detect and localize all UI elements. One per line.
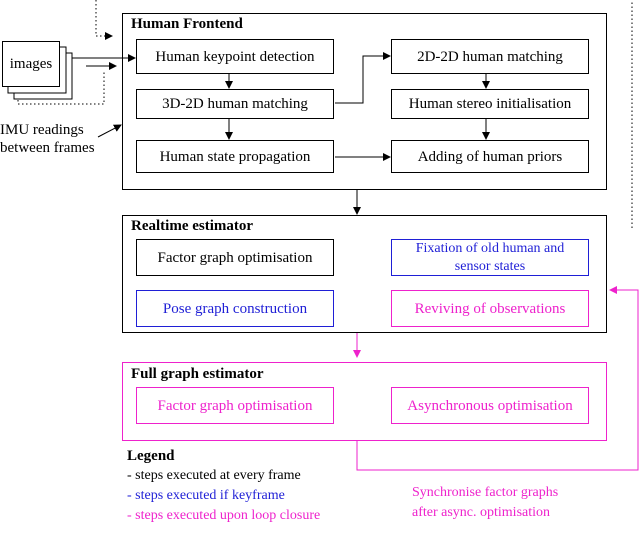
legend-every-frame: - steps executed at every frame xyxy=(127,468,301,483)
legend-loop-closure: - steps executed upon loop closure xyxy=(127,508,321,523)
rt-factor-graph-box: Factor graph optimisation xyxy=(136,239,334,276)
frontend-title: Human Frontend xyxy=(131,16,243,32)
dotted-feedback-line xyxy=(95,0,633,228)
fixation-box: Fixation of old human and sensor states xyxy=(391,239,589,276)
imu-label: IMU readings between frames xyxy=(0,122,95,156)
state-propagation-box: Human state propagation xyxy=(136,140,334,173)
full-factor-graph-box: Factor graph optimisation xyxy=(136,387,334,424)
match-3d2d-box: 3D-2D human matching xyxy=(136,89,334,119)
full-graph-title: Full graph estimator xyxy=(131,366,264,382)
reviving-box: Reviving of observations xyxy=(391,290,589,327)
keypoint-detection-box: Human keypoint detection xyxy=(136,39,334,74)
realtime-panel xyxy=(122,215,607,333)
full-graph-panel xyxy=(122,362,607,441)
legend-keyframe: - steps executed if keyframe xyxy=(127,488,285,503)
legend-title: Legend xyxy=(127,448,175,464)
images-label: images xyxy=(9,56,53,72)
arrow-imu-to-frontend xyxy=(97,124,122,138)
arrow-3d2d-to-2d2d xyxy=(335,52,391,104)
legend: Legend - steps executed at every frame -… xyxy=(127,446,320,526)
pose-graph-box: Pose graph construction xyxy=(136,290,334,327)
sync-note: Synchronise factor graphs after async. o… xyxy=(412,485,559,520)
human-priors-box: Adding of human priors xyxy=(391,140,589,173)
arrow-sync-loop xyxy=(356,286,639,471)
images-box: images xyxy=(2,41,60,87)
async-optimisation-box: Asynchronous optimisation xyxy=(391,387,589,424)
stereo-init-box: Human stereo initialisation xyxy=(391,89,589,119)
realtime-title: Realtime estimator xyxy=(131,218,254,234)
frontend-panel xyxy=(122,13,607,190)
match-2d2d-box: 2D-2D human matching xyxy=(391,39,589,74)
